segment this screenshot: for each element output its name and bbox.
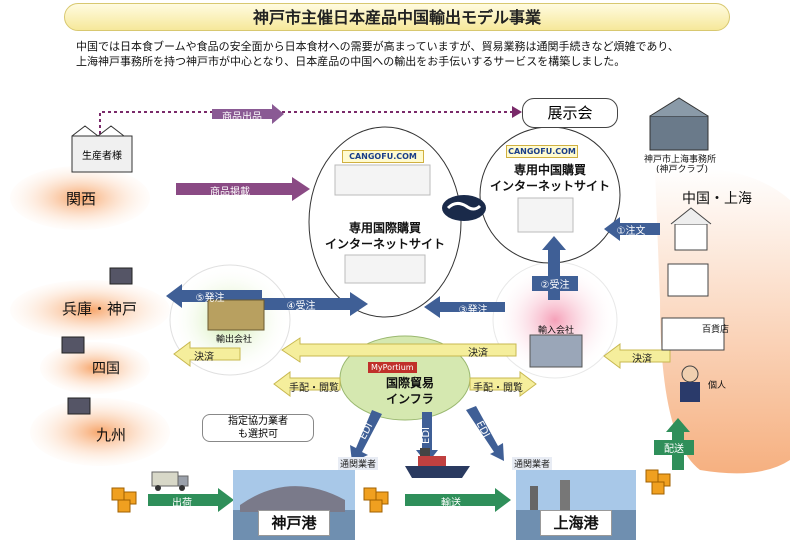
ship-icon [405,466,470,478]
producer-label: 生産者様 [82,151,122,162]
accept2-label: ②受注 [532,276,578,291]
arrange-left-label: 手配・閲覧 [289,383,339,394]
truck-icon [151,471,179,487]
arrange-right-label: 手配・閲覧 [473,383,523,394]
description-line-1: 中国では日本食ブームや食品の安全面から日本食材への需要が高まっていますが、貿易業… [76,40,679,53]
kobe-port-label: 神戸港 [258,510,330,536]
dept-store-label: 百貨店 [702,325,730,335]
exhibit-dotted-line [99,111,512,140]
transport-arrow [405,488,511,512]
kansai-region [10,166,150,230]
settle-exporter-arrow [173,341,241,367]
building-icon-2 [61,336,85,354]
settle-center-label: 決済 [468,348,488,359]
building-icon-3 [67,397,91,415]
designated-partner-note: 指定協力業者 も選択可 [202,414,314,442]
exporter-building-icon [207,299,265,331]
site-jp-label-2: インターネットサイト [324,237,445,251]
office-label-2: (神戸クラブ) [656,165,709,175]
page-title: 神戸市主催日本産品中国輸出モデル事業 [64,3,730,31]
settle-right-arrow [603,343,671,369]
delivery-label: 配送 [654,440,694,455]
dept-store-icon [661,317,725,351]
accept4-arrow [262,292,368,316]
importer-label: 輸入会社 [538,326,575,336]
hyogo-label: 兵庫・神戸 [62,300,138,318]
infra-logo: MyPortium [368,362,417,373]
hyogo-region [10,280,170,340]
description: 中国では日本食ブームや食品の安全面から日本食材への需要が高まっていますが、貿易業… [76,39,776,69]
edi-arrow-3 [466,406,504,461]
cargo-box-icon [111,487,125,501]
china-label: 中国・上海 [682,191,752,207]
shanghai-port-label: 上海港 [540,510,612,536]
person-icon [681,365,699,383]
site-jp-label-1: 専用国際購買 [348,221,421,235]
order5-label: ⑤発注 [195,293,225,304]
exhibit-dotted-arrowhead [512,106,522,118]
site-cn-label-1: 専用中国購買 [513,163,586,177]
settle-exporter-label: 決済 [194,352,214,363]
settle-right-label: 決済 [632,354,652,365]
site-jp-logo: CANGOFU.COM [342,150,424,163]
handshake-icon [442,195,486,221]
shikoku-label: 四国 [92,361,120,377]
kansai-label: 関西 [66,190,97,208]
product-thumbnails-jp-2 [344,254,426,284]
ship-arrow [148,488,234,512]
order3-label: ③発注 [458,305,488,316]
post-arrow [176,177,310,201]
office-label-1: 神戸市上海事務所 [644,155,717,165]
customs-right-label: 通関業者 [512,457,553,470]
customs-left-label: 通関業者 [338,457,379,470]
exhibit-arrow [212,104,284,124]
house-icon [674,223,708,251]
arrange-right-arrow [469,371,537,397]
infra-label-2: インフラ [386,392,434,406]
designated-line-2: も選択可 [238,429,278,440]
ship-label: 出荷 [172,498,192,509]
settle-left-arrow [281,337,517,363]
site-cn-label-2: インターネットサイト [489,179,610,193]
product-thumbnails-cn [517,197,574,233]
office-building-icon [649,115,709,151]
edi-label-2: EDI [420,427,432,444]
shikoku-region [40,342,150,394]
edi-arrow-1 [350,410,382,462]
cargo-box-icon-2 [363,487,377,501]
arrange-left-arrow [273,371,341,397]
individual-label: 個人 [708,381,727,391]
cargo-box-icon-3 [645,469,659,483]
infra-label-1: 国際貿易 [385,376,434,390]
order1-label: ①注文 [616,226,646,237]
kyushu-label: 九州 [96,426,127,444]
site-cn-logo: CANGOFU.COM [506,145,578,158]
exporter-label: 輸出会社 [216,335,253,345]
kyushu-region [30,398,170,466]
apartment-icon [667,263,709,297]
producer-factory-icon [71,135,133,173]
order3-arrow [424,296,505,318]
transport-label: 輸送 [441,498,461,509]
description-line-2: 上海神戸事務所を持つ神戸市が中心となり、日本産品の中国への輸出をお手伝いするサー… [76,55,626,68]
exhibition-label: 展示会 [522,98,618,128]
importer-building-icon [529,334,583,368]
building-icon-1 [109,267,133,285]
post-goods-label: 商品掲載 [210,187,250,198]
product-thumbnails-jp [334,164,431,196]
order1-arrow [604,217,660,241]
accept4-label: ④受注 [286,301,316,312]
exhibit-goods-label: 商品出品 [222,112,262,123]
designated-line-1: 指定協力業者 [228,416,288,427]
